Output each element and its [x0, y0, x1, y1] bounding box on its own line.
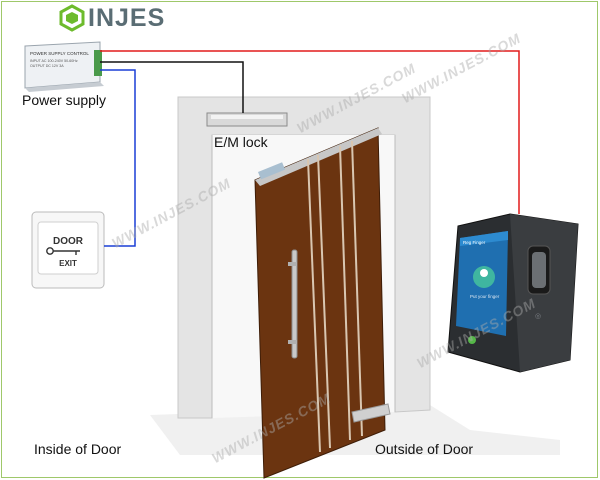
em-lock-highlight: [211, 115, 283, 119]
inside-door-label: Inside of Door: [34, 441, 122, 457]
door-leaf: [254, 127, 386, 479]
lock-wire: [100, 61, 244, 113]
handle-bracket: [288, 340, 297, 344]
logo-text: INJES: [88, 4, 166, 32]
em-lock-body: [206, 112, 288, 127]
door-panel-line: [351, 140, 363, 437]
power-wire: [100, 50, 520, 214]
fingerprint-sensor-icon: [532, 252, 546, 288]
outside-door-label: Outside of Door: [375, 441, 474, 457]
power-supply-terminals: [94, 50, 102, 76]
terminal-screen-title: Reg Finger: [463, 240, 486, 245]
door-panel-line: [307, 158, 321, 453]
exit-button-door-text: DOOR: [53, 236, 84, 247]
terminal-screen-header: [460, 231, 508, 246]
user-avatar-head: [480, 269, 488, 277]
rfid-icon: ◎: [535, 313, 541, 320]
power-supply-spec: OUTPUT DC 12V 3A: [30, 64, 64, 68]
power-supply-label: Power supply: [22, 92, 107, 108]
handle-bracket: [288, 262, 297, 266]
door-panel-line: [339, 145, 351, 441]
exit-button-exit-text: EXIT: [59, 259, 77, 268]
em-lock-label: E/M lock: [214, 134, 268, 150]
exit-wire: [100, 69, 136, 247]
exit-button-face: [37, 221, 99, 275]
power-supply-spec: INPUT AC 100-240V 50-60Hz: [30, 59, 78, 63]
power-supply-title: POWER SUPPLY CONTROL: [30, 51, 89, 56]
door-panel-line: [317, 154, 331, 449]
power-supply-side: [25, 82, 104, 92]
status-led-icon: [468, 336, 476, 344]
armature-plate: [258, 162, 286, 180]
terminal-screen-prompt: Put your finger: [470, 294, 500, 299]
door-handle: [291, 249, 298, 359]
key-icon: [46, 247, 80, 255]
injes-logo-icon: [59, 4, 85, 32]
door-floor-plate: [351, 403, 391, 423]
